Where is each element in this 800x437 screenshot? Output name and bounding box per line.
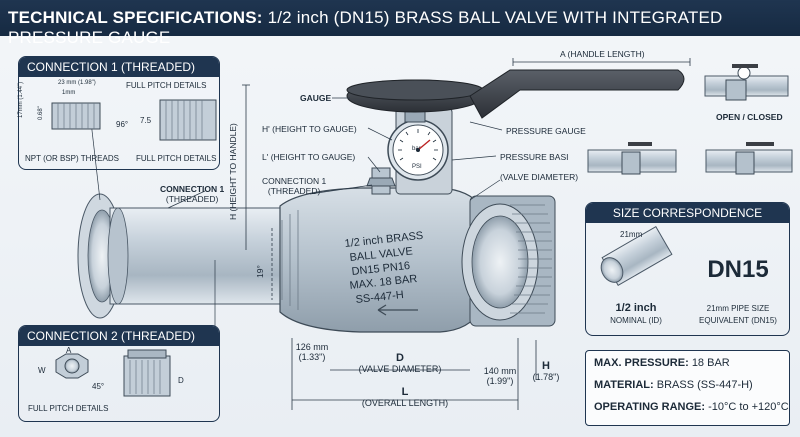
dim-h-in: (1.78") [532,372,560,382]
gauge-psi: PSI [412,164,422,170]
connection2-detail [55,349,171,397]
spec-pressure-label: MAX. PRESSURE: [594,357,689,369]
callout-connection1-right-main: CONNECTION 1 [262,176,327,186]
c1-dim-17mm: 17mm (1.44") [18,81,24,118]
size-panel: SIZE CORRESPONDENCE [585,202,790,336]
dim-l: L (OVERALL LENGTH) [362,386,448,408]
callout-gauge: GAUGE [300,93,332,103]
connection2-header: CONNECTION 2 (THREADED) [19,326,219,346]
c1-dim-1mm: 1mm [62,90,76,96]
size-nominal-bold: 1/2 inch [615,302,657,314]
dim-right-mm: 140 mm [483,366,517,376]
callout-pressure-gauge: PRESSURE GAUGE [506,126,586,136]
left-pipe [77,193,291,319]
open-closed-icons [587,64,793,175]
callout-valve-diameter: (VALVE DIAMETER) [500,172,579,182]
size-header: SIZE CORRESPONDENCE [586,203,789,223]
body-line-5: SS-447-H [355,289,404,306]
dimension-lines [242,58,691,410]
gauge-assembly: bar PSI [366,107,453,195]
spec-pressure-value: 18 BAR [691,357,730,369]
c1-full-pitch-bottom: FULL PITCH DETAILS [136,154,217,163]
title-bar: TECHNICAL SPECIFICATIONS: 1/2 inch (DN15… [0,0,800,47]
size-pipe-image [600,225,673,287]
dim-h: H (1.78") [533,360,560,382]
dim-d: D (VALVE DIAMETER) [359,352,442,374]
connection1-panel: CONNECTION 1 (THREADED) [18,56,220,170]
c1-full-pitch-top: FULL PITCH DETAILS [126,81,207,90]
size-dn-big: DN15 [707,256,769,283]
callout-connection1-left-sub: (THREADED) [165,194,219,204]
spec-range-value: -10°C to +120°C [708,401,789,413]
spec-material: MATERIAL: BRASS (SS-447-H) [594,379,753,391]
c1-npt-label: NPT (OR BSP) THREADS [25,154,119,163]
dim-d-label: D [396,352,404,364]
connection1-header: CONNECTION 1 (THREADED) [19,57,219,77]
dim-left: 126 mm (1.33") [296,342,329,362]
c1-dim-75: 7.5 [140,116,152,125]
spec-material-label: MATERIAL: [594,379,654,391]
callout-connection1-left-main: CONNECTION 1 [160,184,225,194]
callout-angle-19: 19° [255,265,265,278]
c2-dim-d: D [178,376,184,385]
size-dn-sub2: EQUIVALENT (DN15) [699,316,777,325]
size-dn-sub1: 21mm PIPE SIZE [706,304,770,313]
callout-connection1-right-sub: (THREADED) [267,186,321,196]
size-nominal-sub: NOMINAL (ID) [610,316,662,325]
connection2-panel: CONNECTION 2 (THREADED) [18,325,220,422]
open-closed-label: OPEN / CLOSED [716,112,783,122]
valve-body [279,187,556,333]
c2-angle: 45° [92,382,105,391]
specs-panel: MAX. PRESSURE: 18 BAR MATERIAL: BRASS (S… [585,350,790,426]
callout-h-prime: H' (HEIGHT TO GAUGE) [262,124,357,134]
spec-pressure: MAX. PRESSURE: 18 BAR [594,357,730,369]
dim-l-sub: (OVERALL LENGTH) [361,398,449,408]
callout-connection1-left: CONNECTION 1 (THREADED) [160,184,224,204]
connection1-detail [51,99,217,141]
title-bold: TECHNICAL SPECIFICATIONS: [8,8,263,27]
dim-right: 140 mm (1.99") [484,366,517,386]
c1-dim-068: 0.68" [38,106,44,120]
page-title: TECHNICAL SPECIFICATIONS: 1/2 inch (DN15… [8,8,800,48]
dim-left-mm: 126 mm [295,342,329,352]
callout-l-prime: L' (HEIGHT TO GAUGE) [262,152,356,162]
title-rest: 1/2 inch (DN15) BRASS BALL VALVE WITH IN… [8,8,723,47]
dim-right-in: (1.99") [486,376,514,386]
spec-range: OPERATING RANGE: -10°C to +120°C [594,401,789,413]
dim-h-label: H [542,360,550,372]
spec-range-label: OPERATING RANGE: [594,401,706,413]
callout-pressure-basi: PRESSURE BASI [500,152,569,162]
c2-full-pitch: FULL PITCH DETAILS [28,404,109,413]
dim-left-in: (1.33") [298,352,326,362]
dim-d-sub: (VALVE DIAMETER) [358,364,442,374]
c2-dim-a: A [66,346,72,355]
callout-h-height: H (HEIGHT TO HANDLE) [228,123,238,220]
spec-material-value: BRASS (SS-447-H) [656,379,753,391]
size-dim-21: 21mm [620,230,643,239]
c2-dim-w: W [38,366,46,375]
c1-angle: 96° [116,120,129,129]
callout-handle-length: A (HANDLE LENGTH) [560,49,645,59]
dim-l-label: L [401,386,409,398]
leader-lines [89,97,503,340]
callout-connection1-right: CONNECTION 1 (THREADED) [262,176,326,196]
valve-handle [346,69,685,123]
c1-dim-23mm: 23 mm (1.98") [58,80,96,86]
